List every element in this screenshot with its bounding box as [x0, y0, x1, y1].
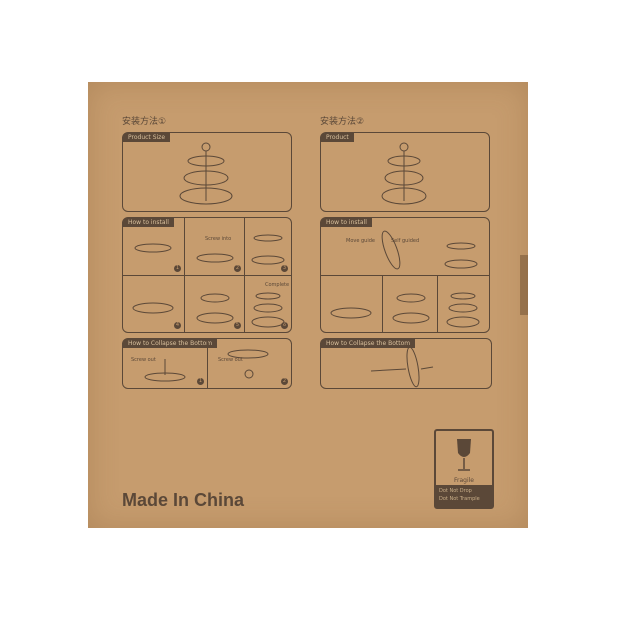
step-number: 6 [281, 322, 288, 329]
step-number: 4 [174, 322, 181, 329]
install-steps-illustration [132, 234, 285, 328]
step-label: Move guide [346, 238, 375, 244]
step-number: 3 [281, 265, 288, 272]
install-panel: How to install 1 Screw into 2 3 4 5 Compl… [122, 217, 292, 333]
step-label: Screw out [218, 357, 243, 363]
method2-heading: 安装方法② [320, 117, 365, 127]
fragile-label: Fragile Dot Not Drop Dot Not Trample [434, 429, 494, 509]
step-cell [431, 218, 489, 276]
step-label: Complete [265, 282, 290, 288]
panel-tag: How to install [321, 218, 372, 227]
box-flap-edge [520, 255, 528, 315]
step-cell: Screw out 2 [208, 339, 291, 388]
step-cell [321, 276, 383, 332]
step-label: Screw into [205, 236, 232, 242]
step-cell: Move guide Self guided [321, 218, 431, 276]
step-number: 2 [234, 265, 241, 272]
panel-tag: Product [321, 133, 354, 142]
warning-line: Dot Not Trample [439, 496, 480, 502]
collapse-panel: How to Collapse the Bottom Screw out 1 Sc… [122, 338, 292, 389]
panel-tag: Product Size [123, 133, 171, 142]
panel-tag: How to Collapse the Bottom [123, 339, 218, 348]
product-size-panel: Product Size [122, 132, 292, 212]
step-cell: 3 [245, 218, 291, 276]
step-cell: 4 [123, 276, 185, 332]
step-number: 5 [234, 322, 241, 329]
cake-stand-illustration [381, 142, 427, 205]
install-panel-2: How to install Move guide Self guided [320, 217, 490, 333]
panel-tag: How to install [123, 218, 174, 227]
made-in-china-text: Made In China [122, 490, 245, 510]
step-cell: 5 [185, 276, 245, 332]
step-cell: Screw out 1 [123, 339, 208, 388]
wine-glass-icon [457, 439, 471, 471]
cake-stand-illustration [179, 142, 233, 205]
install-steps-illustration [330, 230, 480, 328]
step-cell: Screw into 2 [185, 218, 245, 276]
step-cell [383, 276, 438, 332]
fragile-text: Fragile [454, 477, 474, 484]
fragile-warnings: Dot Not Drop Dot Not Trample [436, 485, 492, 507]
step-cell: Complete 6 [245, 276, 291, 332]
collapse-illustration [144, 349, 269, 382]
product-panel: Product [320, 132, 490, 212]
step-cell: 1 [123, 218, 185, 276]
method1-heading: 安装方法① [122, 117, 167, 127]
step-label: Self guided [391, 238, 420, 244]
warning-line: Dot Not Drop [439, 488, 472, 494]
step-number: 1 [174, 265, 181, 272]
collapse-illustration [370, 346, 434, 388]
step-number: 1 [197, 378, 204, 385]
step-label: Screw out [131, 357, 156, 363]
step-number: 2 [281, 378, 288, 385]
collapse-panel-2: How to Collapse the Bottom [320, 338, 492, 389]
panel-tag: How to Collapse the Bottom [321, 339, 416, 348]
